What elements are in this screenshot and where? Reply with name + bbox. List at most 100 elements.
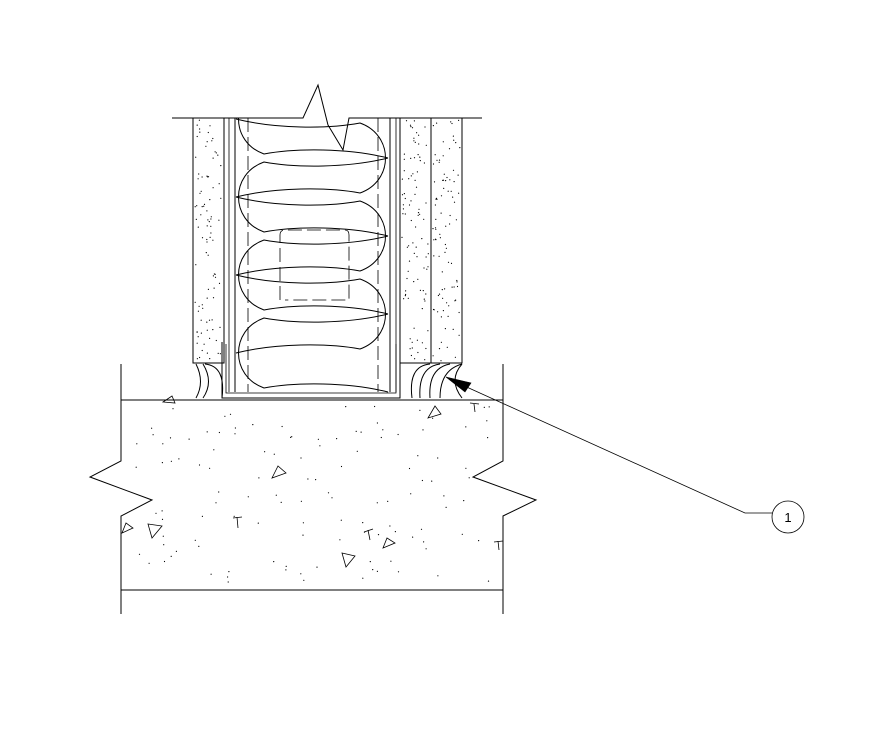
speckle-dot bbox=[443, 173, 445, 175]
speckle-dot bbox=[219, 326, 221, 328]
speckle-dot bbox=[432, 163, 435, 165]
speckle-dot bbox=[440, 195, 443, 197]
speckle-dot bbox=[247, 496, 249, 498]
speckle-dot bbox=[206, 241, 208, 243]
speckle-dot bbox=[426, 268, 428, 270]
speckle-dot bbox=[459, 147, 461, 149]
speckle-dot bbox=[362, 522, 364, 524]
speckle-dot bbox=[421, 238, 423, 240]
speckle-dot bbox=[410, 126, 412, 128]
speckle-dot bbox=[205, 252, 207, 254]
speckle-dot bbox=[196, 342, 198, 344]
batt-insulation bbox=[235, 118, 389, 393]
speckle-dot bbox=[456, 285, 459, 288]
speckle-dot bbox=[413, 252, 415, 254]
speckle-dot bbox=[416, 339, 418, 341]
speckle-dot bbox=[198, 173, 200, 175]
speckle-dot bbox=[203, 203, 206, 205]
speckle-dot bbox=[450, 262, 453, 264]
speckle-dot bbox=[336, 438, 338, 440]
speckle-dot bbox=[442, 297, 444, 299]
speckle-dot bbox=[209, 125, 211, 127]
speckle-dot bbox=[281, 425, 283, 428]
speckle-dot bbox=[411, 347, 413, 349]
speckle-dot bbox=[411, 341, 413, 343]
speckle-dot bbox=[315, 479, 317, 481]
speckle-dot bbox=[451, 122, 453, 125]
speckle-dot bbox=[465, 426, 467, 428]
leader-arrow-icon bbox=[445, 376, 772, 514]
speckle-dot bbox=[456, 279, 458, 282]
speckle-dot bbox=[449, 214, 451, 217]
speckle-dot bbox=[201, 515, 203, 518]
speckle-dot bbox=[198, 464, 201, 466]
speckle-dot bbox=[175, 550, 177, 553]
speckle-dot bbox=[437, 575, 439, 577]
speckle-dot bbox=[161, 462, 163, 464]
speckle-dot bbox=[372, 569, 374, 571]
speckle-dot bbox=[212, 187, 214, 189]
speckle-dot bbox=[207, 176, 209, 178]
speckle-dot bbox=[417, 278, 419, 280]
speckle-dot bbox=[200, 190, 202, 192]
right-board-outer bbox=[430, 117, 463, 364]
speckle-dot bbox=[317, 438, 319, 440]
speckle-dot bbox=[402, 204, 404, 206]
speckle-dot bbox=[413, 281, 415, 283]
speckle-dot bbox=[432, 228, 434, 230]
speckle-dot bbox=[418, 134, 420, 136]
speckle-dot bbox=[435, 197, 438, 199]
speckle-dot bbox=[416, 171, 418, 173]
speckle-dot bbox=[234, 433, 236, 435]
speckle-dot bbox=[427, 266, 429, 268]
speckle-dot bbox=[443, 495, 445, 497]
speckle-dot bbox=[402, 213, 404, 215]
speckle-dot bbox=[206, 297, 208, 299]
speckle-dot bbox=[407, 270, 409, 272]
speckle-dot bbox=[220, 165, 222, 167]
speckle-dot bbox=[413, 327, 415, 329]
speckle-dot bbox=[419, 160, 421, 162]
speckle-dot bbox=[206, 175, 208, 177]
speckle-dot bbox=[442, 310, 444, 312]
speckle-dot bbox=[425, 144, 427, 146]
speckle-dot bbox=[227, 576, 229, 578]
speckle-dot bbox=[410, 200, 412, 202]
speckle-dot bbox=[425, 202, 427, 204]
left-board bbox=[192, 117, 225, 364]
speckle-dot bbox=[195, 218, 197, 220]
speckle-dot bbox=[258, 477, 260, 479]
speckle-dot bbox=[360, 431, 362, 433]
speckle-dot bbox=[404, 213, 406, 215]
speckle-dot bbox=[212, 137, 214, 140]
speckle-dot bbox=[387, 500, 389, 502]
speckle-dot bbox=[382, 429, 384, 431]
speckle-dot bbox=[446, 302, 448, 304]
speckle-dot bbox=[161, 518, 164, 521]
speckle-dot bbox=[443, 187, 445, 189]
speckle-dot bbox=[219, 353, 221, 355]
speckle-dot bbox=[447, 315, 449, 317]
speckle-dot bbox=[440, 316, 442, 318]
speckle-dot bbox=[369, 561, 371, 563]
speckle-dot bbox=[214, 276, 217, 278]
speckle-dot bbox=[417, 212, 420, 214]
speckle-dot bbox=[458, 119, 460, 121]
speckle-dot bbox=[447, 190, 449, 192]
speckle-dot bbox=[438, 255, 440, 257]
sealant-and-backer-rod-joint bbox=[195, 363, 463, 399]
speckle-dot bbox=[206, 225, 208, 227]
speckle-dot bbox=[439, 233, 441, 235]
speckle-dot bbox=[433, 309, 435, 311]
speckle-dot bbox=[487, 580, 490, 582]
speckle-dot bbox=[374, 405, 376, 408]
speckle-dot bbox=[431, 480, 433, 482]
speckle-dot bbox=[340, 519, 342, 521]
speckle-dot bbox=[421, 479, 423, 482]
speckle-dot bbox=[405, 293, 407, 296]
speckle-dot bbox=[213, 449, 215, 451]
speckle-dot bbox=[435, 218, 437, 220]
speckle-dot bbox=[452, 169, 455, 171]
speckle-dot bbox=[478, 540, 480, 542]
speckle-dot bbox=[198, 305, 200, 307]
